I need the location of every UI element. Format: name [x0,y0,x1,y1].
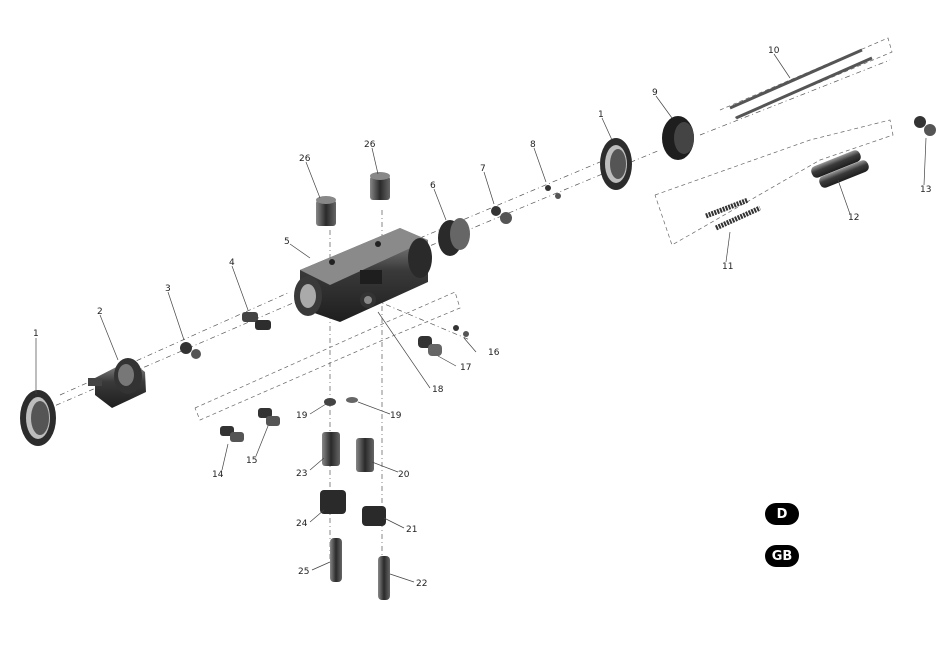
part-2-air-cap [88,358,146,408]
label-part-8: 8 [530,140,536,150]
leader-lines [36,54,926,582]
language-de-button[interactable]: D [765,503,799,525]
label-part-26-a: 26 [299,154,311,164]
part-10-needles [730,50,872,118]
part-23-fitting [322,432,340,466]
label-part-24: 24 [296,519,308,529]
part-9-cap [662,116,694,160]
label-part-9: 9 [652,88,658,98]
part-26-fitting-b [370,172,390,200]
part-3-nozzle [180,342,201,359]
label-part-15: 15 [246,456,257,466]
part-20-fitting [356,438,374,472]
part-16-orings [453,325,469,337]
label-part-3: 3 [165,284,171,294]
part-14-plugs [220,426,244,442]
part-22-hose-tail [378,556,390,600]
label-part-14: 14 [212,470,224,480]
label-part-13: 13 [920,185,931,195]
label-part-17: 17 [460,363,471,373]
part-12-rods [810,149,871,190]
label-part-26-b: 26 [364,140,376,150]
label-part-4: 4 [229,258,235,268]
label-part-20: 20 [398,470,410,480]
part-25-hose-tail [330,538,342,582]
label-part-16: 16 [488,348,500,358]
part-1-ring-right [600,138,632,190]
part-19-washer-a [324,398,336,406]
label-part-6: 6 [430,181,436,191]
language-gb-button[interactable]: GB [765,545,799,567]
part-8-oring [545,185,561,199]
label-part-1-right: 1 [598,110,604,120]
label-part-1-left: 1 [33,329,39,339]
label-part-7: 7 [480,164,486,174]
label-part-19-a: 19 [296,411,308,421]
part-19-washer-b [346,397,358,403]
part-1-ring-left [20,390,56,446]
label-part-22: 22 [416,579,427,589]
label-part-25: 25 [298,567,309,577]
label-part-19-b: 19 [390,411,402,421]
label-part-11: 11 [722,262,733,272]
part-11-springs [706,200,760,228]
part-6-piston [438,218,470,256]
label-part-21: 21 [406,525,417,535]
part-17-fittings [418,336,442,356]
label-part-12: 12 [848,213,859,223]
part-26-fitting-a [316,196,336,226]
assembly-axes [45,60,890,560]
part-21-nut [362,506,386,526]
part-13-nuts [914,116,936,136]
label-part-18: 18 [432,385,444,395]
part-5-gun-body [294,228,432,322]
label-part-2: 2 [97,307,103,317]
part-7-washer [491,206,512,224]
label-part-5: 5 [284,237,290,247]
label-part-23: 23 [296,469,307,479]
part-18-screw [360,292,376,308]
label-part-10: 10 [768,46,780,56]
part-15-plugs [258,408,280,426]
